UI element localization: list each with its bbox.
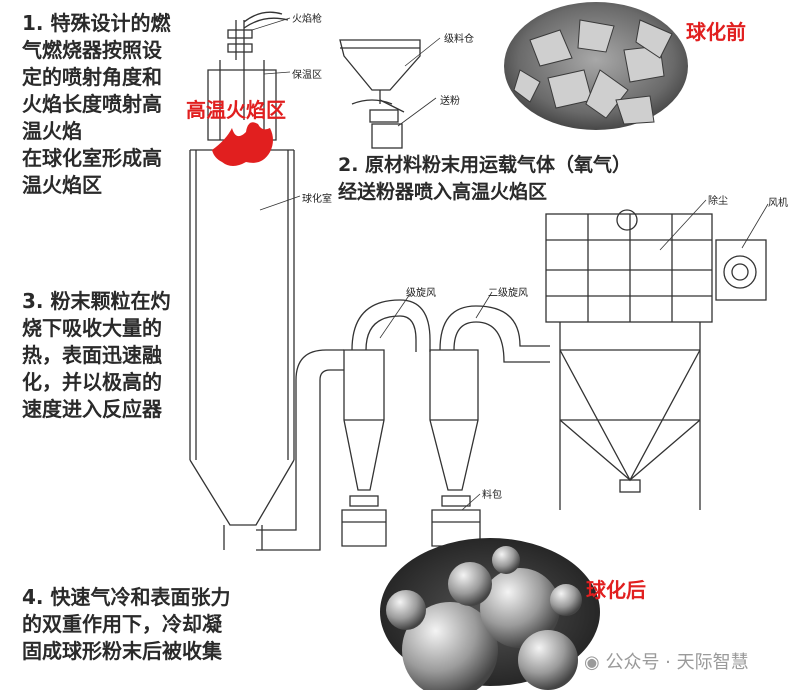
watermark: ◉ 公众号 · 天际智慧 (584, 652, 749, 673)
chamber-label: 球化室 (302, 194, 332, 205)
burner-gun (227, 11, 289, 120)
spheroidizing-chamber (189, 149, 295, 550)
powder-feeder (351, 99, 405, 149)
burner-label: 火焰枪 (292, 14, 322, 25)
after-label: 球化后 (586, 578, 646, 602)
before-micrograph (504, 2, 688, 130)
after-micrograph (380, 538, 600, 690)
hopper-label: 级料仓 (444, 34, 474, 45)
before-label: 球化前 (686, 20, 746, 44)
cyclone-2-label: 二级旋风 (488, 288, 528, 299)
bin-label: 料包 (482, 490, 502, 501)
dust-label: 除尘 (708, 196, 728, 207)
step-1-text: 1. 特殊设计的燃 气燃烧器按照设 定的喷射角度和 火焰长度喷射高 温火焰 在球… (22, 11, 171, 197)
powder-hopper (339, 39, 421, 104)
fan-label: 风机 (768, 198, 788, 209)
cyclone-1 (341, 299, 431, 547)
leader-lines (251, 17, 769, 511)
cyclone-1-label: 级旋风 (406, 288, 436, 299)
insulation-label: 保温区 (292, 70, 322, 81)
fan (715, 239, 767, 301)
flame-icon (212, 122, 273, 166)
cyclone-2 (429, 305, 550, 547)
flame-zone-label: 高温火焰区 (186, 98, 286, 122)
step-2-text: 2. 原材料粉末用运载气体（氧气） 经送粉器喷入高温火焰区 (338, 154, 632, 203)
insulation-section (207, 60, 277, 141)
duct-1 (256, 349, 344, 551)
step-3-text: 3. 粉末颗粒在灼 烧下吸收大量的 热，表面迅速融 化，并以极高的 速度进入反应… (22, 289, 171, 421)
step-4-text: 4. 快速气冷和表面张力 的双重作用下，冷却凝 固成球形粉末后被收集 (22, 585, 231, 663)
wechat-icon: ◉ (584, 652, 600, 673)
feeder-label: 送粉 (440, 96, 460, 107)
dust-collector (545, 209, 713, 510)
